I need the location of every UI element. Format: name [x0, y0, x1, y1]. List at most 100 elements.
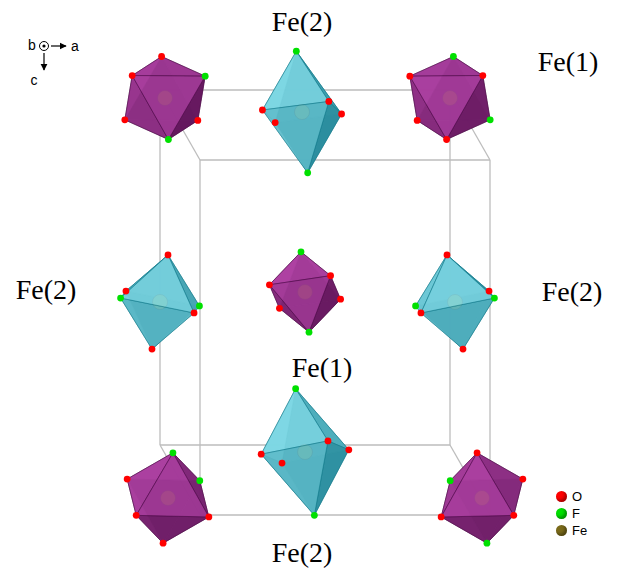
octahedron-face: [262, 51, 328, 110]
ligand-atom: [325, 438, 332, 445]
fe2-octahedron: [259, 48, 345, 176]
ligand-atom: [406, 73, 413, 80]
ligand-atom: [202, 73, 209, 80]
ligand-atom: [414, 117, 421, 124]
legend-text: Fe: [572, 523, 587, 538]
site-label: Fe(1): [290, 353, 355, 383]
ligand-atom: [338, 111, 345, 118]
ligand-atom: [450, 53, 457, 60]
ligand-atom: [124, 476, 131, 483]
axis-b-symbol: [40, 42, 49, 51]
octahedron-face: [121, 255, 194, 313]
site-label: Fe(2): [270, 7, 335, 37]
octahedron-face: [421, 255, 494, 313]
ligand-atom: [438, 514, 445, 521]
ligand-atom: [196, 477, 203, 484]
ligand-atom: [123, 288, 130, 295]
ligand-atom: [117, 295, 124, 302]
legend-swatch: [556, 525, 567, 536]
ligand-atom: [418, 310, 425, 317]
ligand-atom: [121, 116, 128, 123]
ligand-atom: [345, 446, 352, 453]
ligand-atom: [165, 136, 172, 143]
axis-c-arrow: [43, 53, 44, 70]
ligand-atom: [129, 72, 136, 79]
ligand-atom: [292, 385, 299, 392]
ligand-atom: [447, 477, 454, 484]
fe2-octahedron: [117, 252, 203, 353]
ligand-atom: [133, 512, 140, 519]
ligand-atom: [311, 512, 318, 519]
legend-swatch: [556, 491, 567, 502]
fe2-octahedron: [258, 385, 352, 518]
octahedron-face: [132, 76, 205, 140]
axis-indicator: [40, 42, 67, 71]
octahedron-face: [132, 57, 205, 77]
ligand-atom: [306, 329, 313, 336]
ligand-atom: [191, 310, 198, 317]
ligand-atom: [165, 252, 172, 259]
site-label: Fe(2): [270, 538, 335, 568]
axis-b-dot: [42, 44, 45, 47]
legend-entry: F: [556, 505, 580, 522]
ligand-atom: [325, 98, 332, 105]
axis-a-arrow: [51, 45, 66, 46]
fe1-octahedron: [438, 449, 527, 546]
ligand-atom: [491, 295, 498, 302]
cell-edge: [200, 159, 490, 160]
ligand-atom: [443, 136, 450, 143]
octahedron-face: [136, 453, 209, 517]
legend-entry: Fe: [556, 522, 587, 539]
ligand-atom: [194, 117, 201, 124]
ligand-atom: [474, 449, 481, 456]
ligand-atom: [327, 272, 334, 279]
ligand-atom: [279, 460, 286, 467]
axis-label: a: [71, 39, 79, 53]
ligand-atom: [479, 72, 486, 79]
ligand-atom: [444, 252, 451, 259]
ligand-atom: [158, 53, 165, 60]
legend-text: O: [572, 489, 582, 504]
site-label: Fe(2): [540, 277, 605, 307]
ligand-atom: [205, 514, 212, 521]
ligand-atom: [266, 281, 273, 288]
fe2-octahedron: [412, 252, 498, 353]
ligand-atom: [510, 512, 517, 519]
ligand-atom: [487, 116, 494, 123]
ligand-atom: [272, 119, 279, 126]
fe1-octahedron: [121, 53, 208, 143]
octahedron-face: [441, 515, 514, 543]
ligand-atom: [519, 476, 526, 483]
cell-edge: [199, 160, 200, 515]
axis-label: c: [31, 73, 38, 87]
octahedron-face: [262, 101, 328, 172]
ligand-atom: [484, 540, 491, 547]
ligand-atom: [196, 303, 203, 310]
legend-text: F: [572, 506, 580, 521]
ligand-atom: [460, 346, 467, 353]
ligand-atom: [276, 305, 283, 312]
octahedron-face: [441, 453, 514, 517]
octahedron-face: [261, 441, 328, 515]
fe1-octahedron: [124, 449, 213, 546]
ligand-atom: [170, 449, 177, 456]
octahedron-face: [269, 276, 330, 333]
octahedron-face: [410, 57, 483, 77]
ligand-atom: [258, 451, 265, 458]
ligand-atom: [160, 540, 167, 547]
ligand-atom: [259, 107, 266, 114]
axis-label: b: [28, 38, 36, 52]
ligand-atom: [412, 303, 419, 310]
site-label: Fe(2): [14, 275, 79, 305]
legend-swatch: [556, 508, 567, 519]
octahedron-face: [410, 76, 483, 140]
fe1-octahedron: [266, 248, 344, 335]
fe1-octahedron: [406, 53, 493, 143]
octahedron-face: [136, 515, 209, 543]
ligand-atom: [149, 346, 156, 353]
ligand-atom: [304, 169, 311, 176]
site-label: Fe(1): [536, 47, 601, 77]
ligand-atom: [337, 296, 344, 303]
